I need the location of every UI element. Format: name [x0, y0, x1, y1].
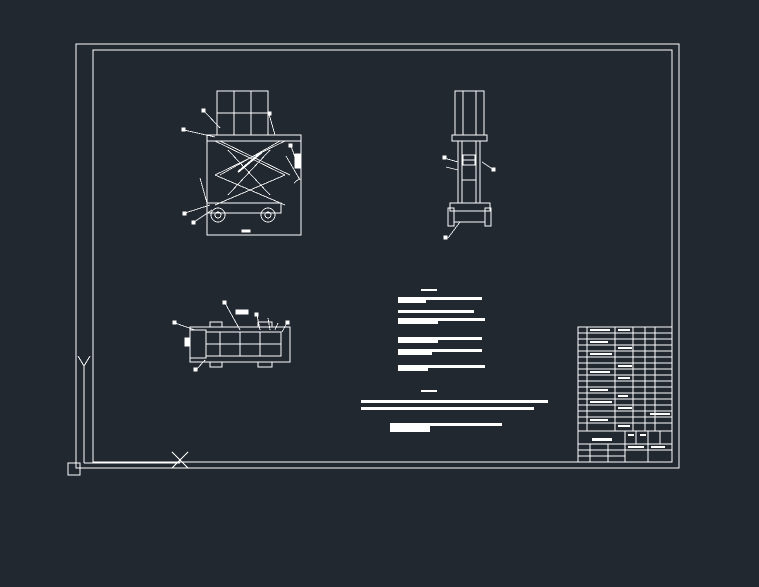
sheet-border	[75, 43, 680, 469]
technical-notes[interactable]	[398, 289, 485, 371]
side-elevation-view[interactable]	[442, 90, 496, 240]
parts-list-text	[590, 329, 670, 427]
parts-list-rows	[578, 332, 672, 424]
ucs-axis-icon	[67, 355, 189, 476]
front-elevation-view[interactable]	[181, 90, 302, 236]
title-block[interactable]	[577, 326, 673, 463]
technical-requirements[interactable]	[361, 390, 548, 432]
plan-view[interactable]	[172, 300, 291, 372]
